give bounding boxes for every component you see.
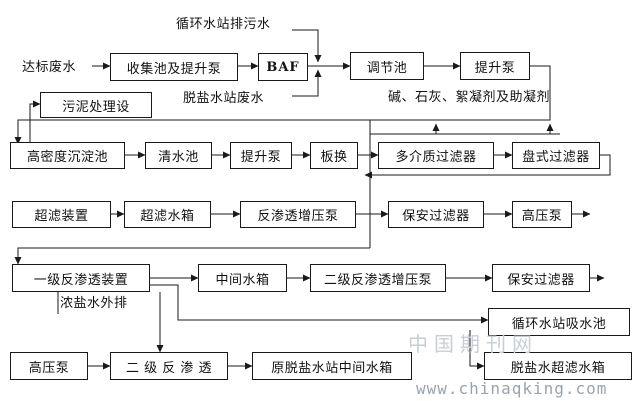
- uf-tank-node: 超滤水箱: [124, 201, 211, 228]
- chemicals-label: 碱、石灰、絮凝剂及助凝剂: [388, 90, 551, 105]
- uf-device-node: 超滤装置: [12, 201, 111, 228]
- orig-desal-tank-node: 原脱盐水站中间水箱: [252, 352, 412, 380]
- baf-node: BAF: [258, 53, 308, 81]
- watermark-url: www.chinaqking.com: [416, 379, 608, 398]
- desal-wastewater-label: 脱盐水站废水: [183, 91, 265, 106]
- watermark-cn: 中国期刊网: [408, 332, 538, 356]
- hd-sedimentation-node: 高密度沉淀池: [10, 142, 125, 169]
- multimedia-filter-node: 多介质过滤器: [378, 142, 494, 169]
- hp-pump-2-node: 高压泵: [10, 352, 88, 380]
- cw-blowdown-label: 循环水站排污水: [176, 17, 271, 32]
- ro2-node: 二 级 反 渗 透: [110, 352, 228, 380]
- lift-pump-1-node: 提升泵: [460, 52, 530, 80]
- ro-booster-pump-node: 反渗透增压泵: [240, 201, 356, 228]
- lift-pump-2-node: 提升泵: [230, 142, 292, 169]
- security-filter-1-node: 保安过滤器: [388, 201, 484, 228]
- brine-discharge-label: 浓盐水外排: [60, 296, 128, 311]
- input-wastewater-label: 达标废水: [22, 60, 77, 75]
- desal-uf-tank-node: 脱盐水超滤水箱: [484, 352, 632, 380]
- ro1-device-node: 一级反渗透装置: [12, 264, 150, 292]
- disc-filter-node: 盘式过滤器: [512, 142, 600, 169]
- clear-tank-node: 清水池: [145, 142, 212, 169]
- cw-suction-tank-node: 循环水站吸水池: [488, 308, 630, 336]
- hp-pump-1-node: 高压泵: [512, 201, 572, 228]
- ro2-booster-pump-node: 二级反渗透增压泵: [310, 264, 446, 292]
- security-filter-2-node: 保安过滤器: [492, 264, 590, 292]
- plate-exchanger-node: 板换: [310, 142, 358, 169]
- sludge-node: 污泥处理设: [40, 92, 152, 118]
- collect-pump-node: 收集池及提升泵: [110, 53, 238, 81]
- regulating-tank-node: 调节池: [350, 52, 424, 80]
- intermediate-tank-node: 中间水箱: [198, 264, 287, 292]
